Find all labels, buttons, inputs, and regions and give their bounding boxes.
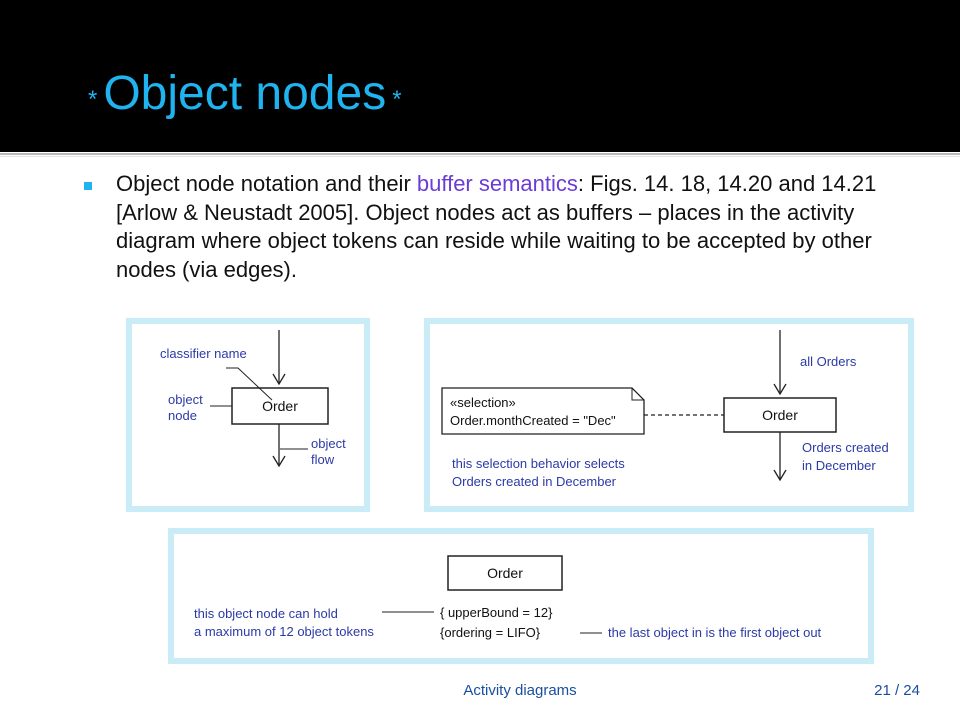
figure-2-caption-line2: Orders created in December [452,474,617,489]
figure-object-node-notation: Order classifier name object node object… [126,318,370,512]
selection-note-box [441,387,645,435]
figure-2-outgoing-line1: Orders created [802,440,889,455]
bullet-square-icon [84,182,92,190]
slide-title-text: Object nodes [103,67,387,120]
figure-3-constraint-ordering: {ordering = LIFO} [440,625,541,640]
figure-1-object-node-line1: object [168,392,203,407]
title-star-right: * [392,86,402,114]
title-divider-shadow [0,156,960,157]
slide-title: *Object nodes* [82,62,408,126]
figure-1-canvas: Order classifier name object node object… [132,324,364,506]
incoming-arrowhead [272,373,286,386]
footer-topic: Activity diagrams [463,682,577,699]
figure-3-left-line2: a maximum of 12 object tokens [194,624,374,639]
figure-3-node-label: Order [487,565,523,581]
figure-3-constraint-upperbound: { upperBound = 12} [440,605,553,620]
figure-2-caption-line1: this selection behavior selects [452,456,625,471]
order-node-box [447,555,563,591]
figure-3-canvas: Order { upperBound = 12} {ordering = LIF… [174,534,868,658]
bullet-paragraph: Object node notation and their buffer se… [116,170,916,284]
figure-3-drawing [382,555,602,634]
outgoing-arrowhead [773,469,787,482]
footer-page-number: 21 / 24 [874,682,920,699]
figure-2-incoming-label: all Orders [800,354,857,369]
figure-2-canvas: Order «selection» Order.monthCreated = "… [430,324,908,506]
figure-buffer-constraints: Order { upperBound = 12} {ordering = LIF… [168,528,874,664]
figure-1-drawing [210,330,329,468]
title-bar: *Object nodes* [0,0,960,152]
order-node-box [231,387,329,425]
figure-2-note-line2: Order.monthCreated = "Dec" [450,413,616,428]
figure-2-drawing [441,330,837,482]
outgoing-arrowhead [272,455,286,468]
figure-1-object-flow-line1: object [311,436,346,451]
figure-3-left-line1: this object node can hold [194,606,338,621]
figure-2-node-label: Order [762,407,798,423]
figure-1-node-label: Order [262,398,298,414]
figure-2-outgoing-line2: in December [802,458,876,473]
incoming-arrowhead [773,383,787,396]
bullet-text-part2: : Figs. 14. 18, 14.20 and 14.21 [Arlow &… [116,171,877,282]
title-divider [0,153,960,155]
classifier-pointer [226,367,273,401]
figure-1-classifier-name: classifier name [160,346,247,361]
figure-3-right-text: the last object in is the first object o… [608,625,822,640]
figure-1-object-flow-line2: flow [311,452,335,467]
figure-selection-behavior: Order «selection» Order.monthCreated = "… [424,318,914,512]
bullet-highlight: buffer semantics [416,171,578,196]
bullet-text-part1: Object node notation and their [116,171,417,196]
figure-2-note-line1: «selection» [450,395,516,410]
figure-1-object-node-line2: node [168,408,197,423]
title-star-left: * [88,86,98,114]
note-corner-fold [631,388,644,401]
